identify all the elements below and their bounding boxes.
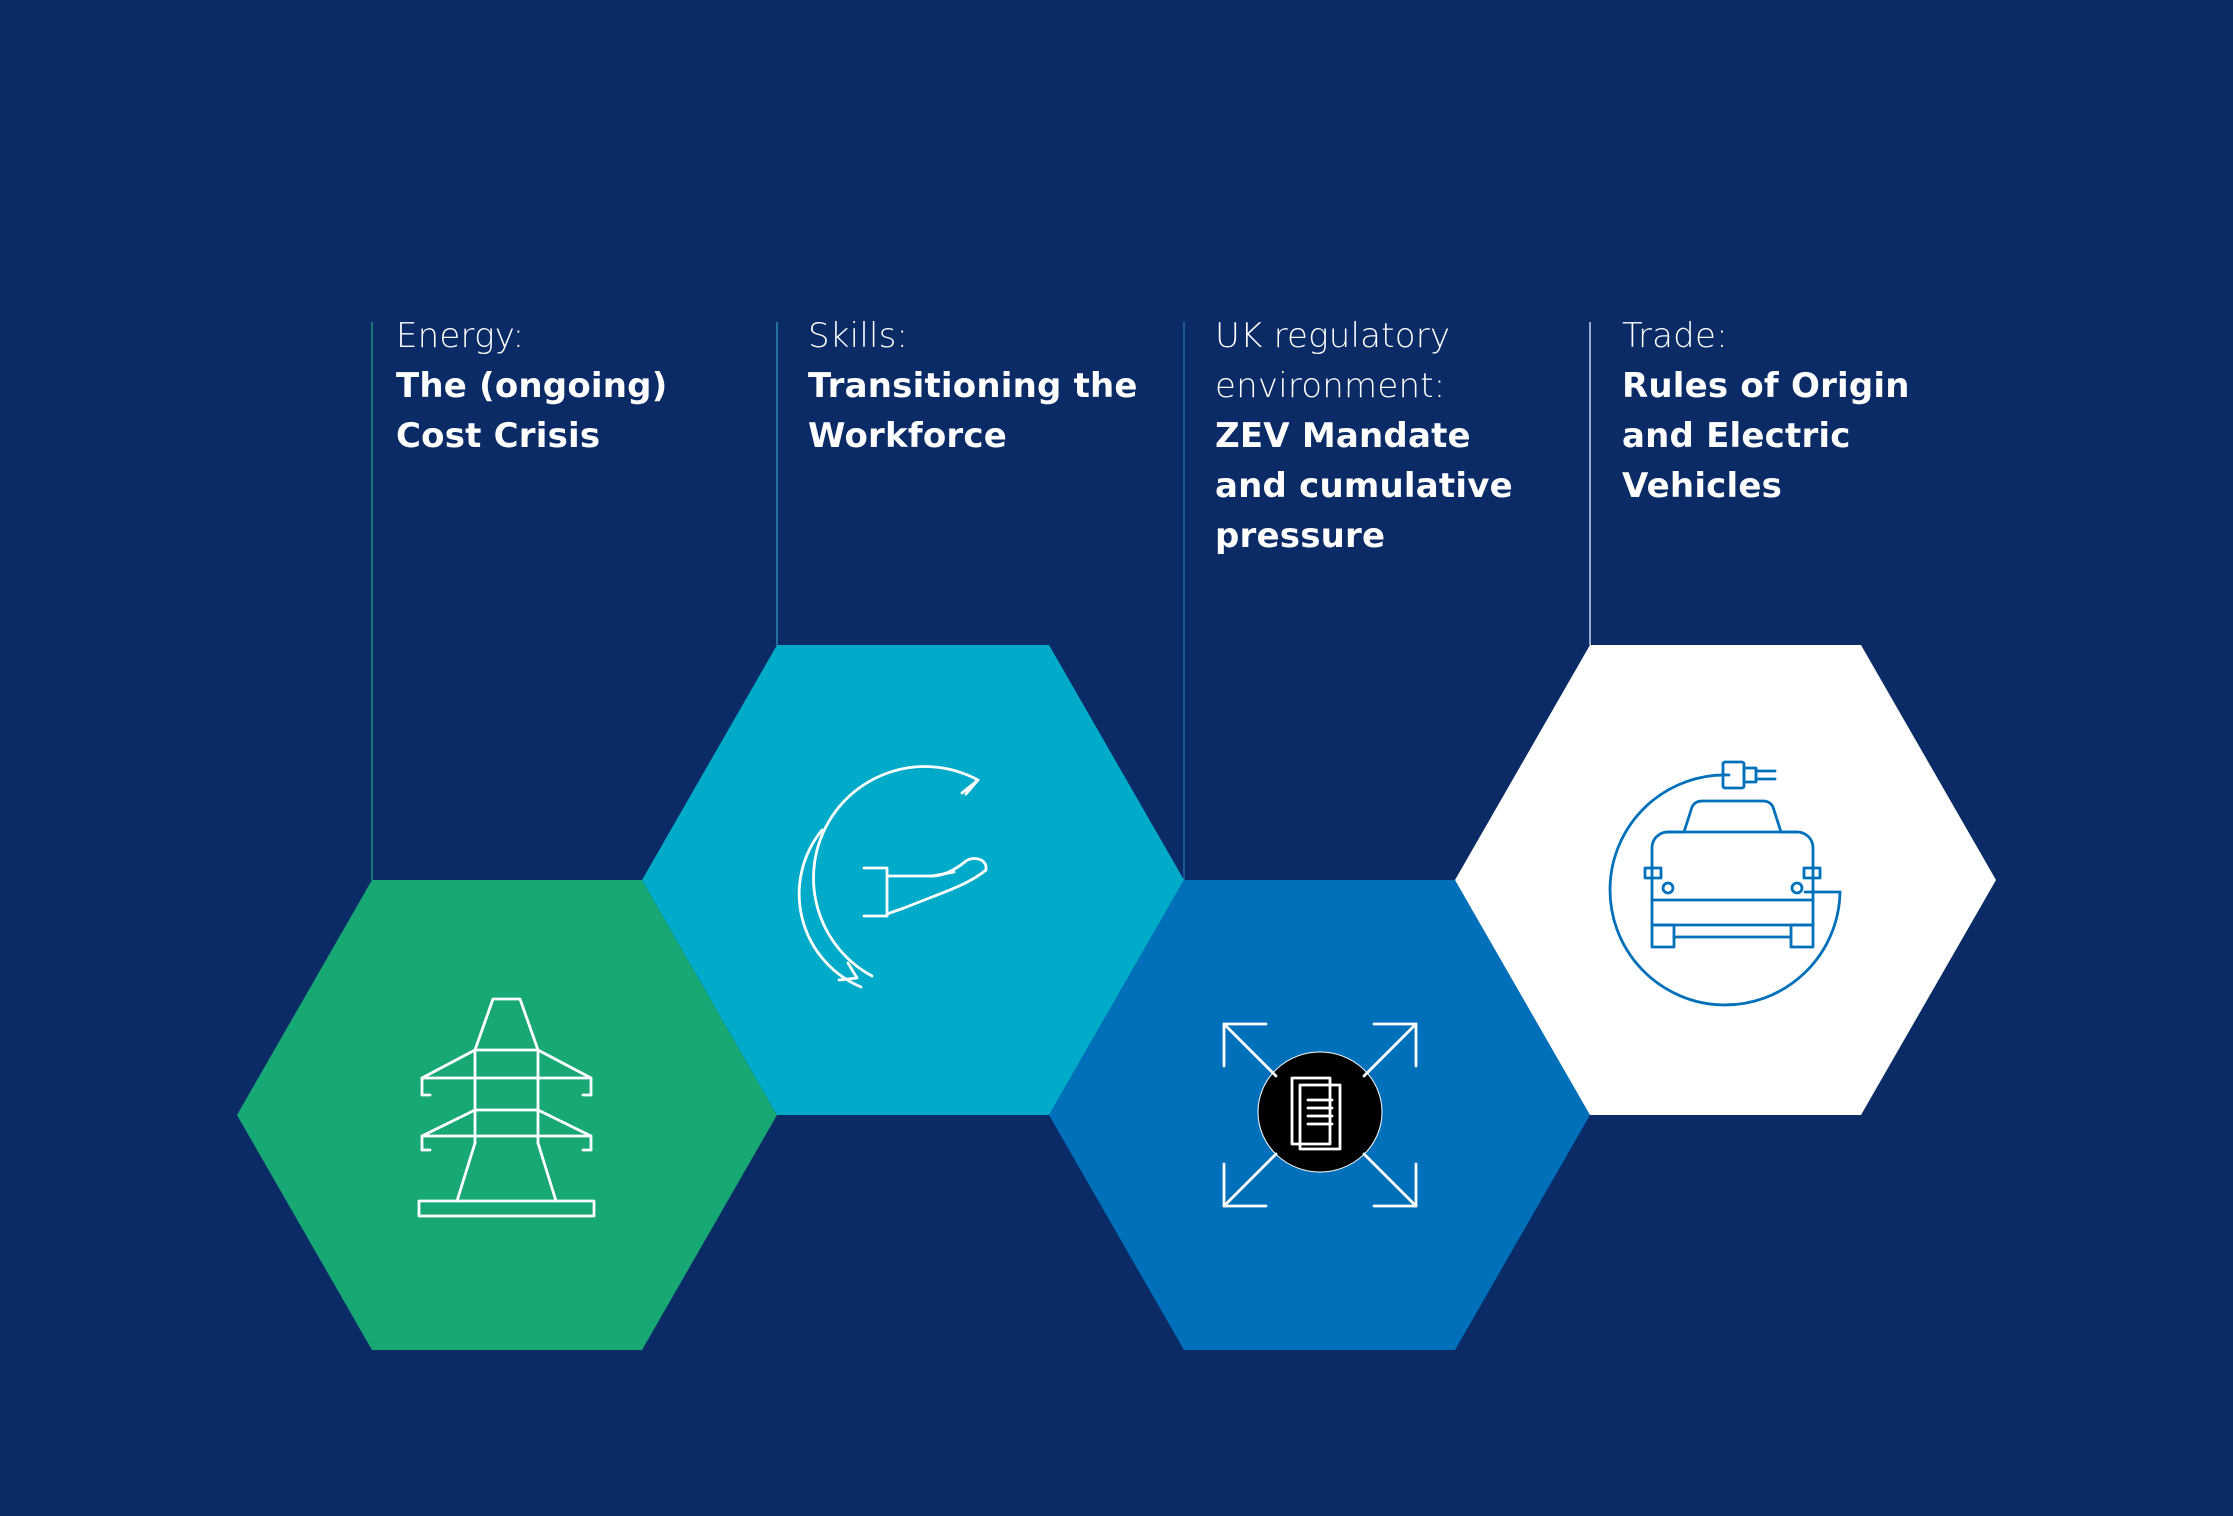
title-energy: The (ongoing) Cost Crisis [396,366,668,456]
label-trade: Trade: Rules of Origin and Electric Vehi… [1622,311,1910,511]
label-regulatory: UK regulatory environment: ZEV Mandate a… [1215,311,1513,561]
title-skills: Transitioning the Workforce [808,366,1138,456]
title-regulatory: ZEV Mandate and cumulative pressure [1215,416,1513,556]
pylon-icon [417,997,596,1218]
category-skills: Skills: [808,316,909,356]
title-trade: Rules of Origin and Electric Vehicles [1622,366,1910,506]
hexagon-trade [1455,645,1996,1115]
category-regulatory: UK regulatory environment: [1215,316,1451,406]
hexagon-energy [237,880,777,1350]
electric-car-icon [1608,760,1842,1007]
label-skills: Skills: Transitioning the Workforce [808,311,1138,461]
document-pressure-icon [1222,1022,1418,1208]
label-energy: Energy: The (ongoing) Cost Crisis [396,311,667,461]
hand-cycle-icon [797,765,988,989]
hexagon-skills [642,645,1184,1115]
category-trade: Trade: [1622,316,1728,356]
category-energy: Energy: [396,316,525,356]
